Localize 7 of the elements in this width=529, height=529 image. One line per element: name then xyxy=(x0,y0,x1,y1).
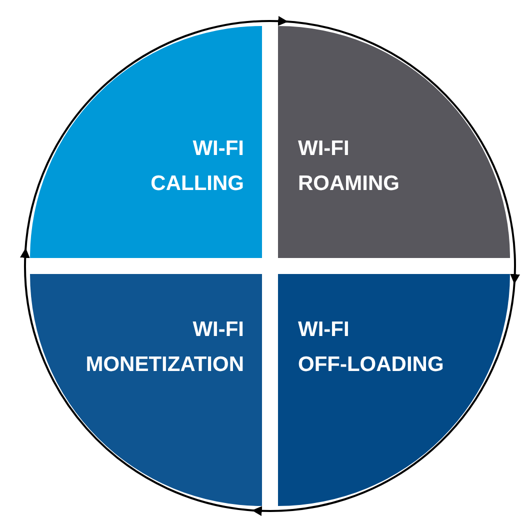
cycle-arrow xyxy=(20,248,258,512)
segment-label: WI-FI OFF-LOADING xyxy=(298,317,444,378)
segment-label: WI-FI ROAMING xyxy=(298,136,400,197)
cycle-arrow xyxy=(252,278,516,516)
cycle-arrow xyxy=(282,20,520,284)
segment-label: WI-FI MONETIZATION xyxy=(86,317,244,378)
segment-label: WI-FI CALLING xyxy=(150,136,244,197)
